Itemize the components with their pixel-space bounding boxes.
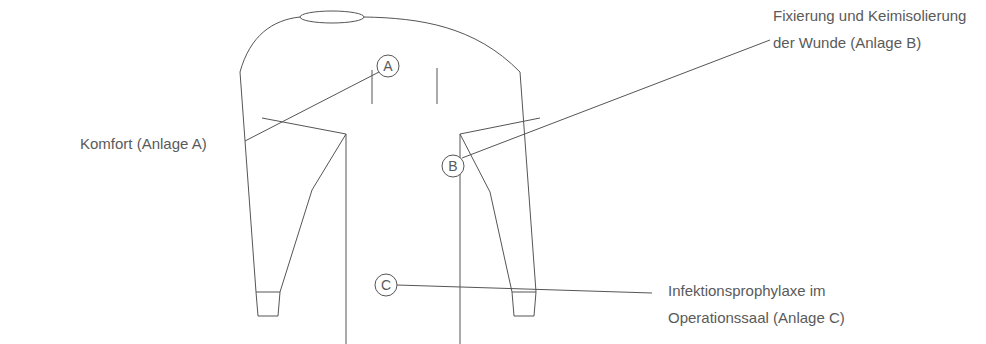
callout-circle: A [376,54,400,78]
front-fold [437,68,438,104]
gown-outline [364,17,536,292]
cuff [256,292,280,316]
callout-letter: B [448,159,457,173]
callout-text: Infektionsprophylaxe im Operationssaal (… [668,277,868,331]
leader-line [462,40,770,158]
callout-text: Fixierung und Keimisolierung der Wunde (… [773,2,983,56]
callout-circle: B [441,154,465,178]
gown-outline [460,134,512,292]
cuff [512,292,536,316]
callout-letter: C [381,278,391,292]
gown-body-line [346,134,347,344]
callout-letter: A [383,59,392,73]
leader-line [397,285,652,293]
neck-opening [300,11,364,23]
callout-circle: C [374,273,398,297]
sleeve-seam [460,118,540,134]
callout-text: Komfort (Anlage A) [80,130,250,157]
gown-outline [240,17,300,292]
leader-line [245,72,379,141]
gown-outline [280,134,346,292]
